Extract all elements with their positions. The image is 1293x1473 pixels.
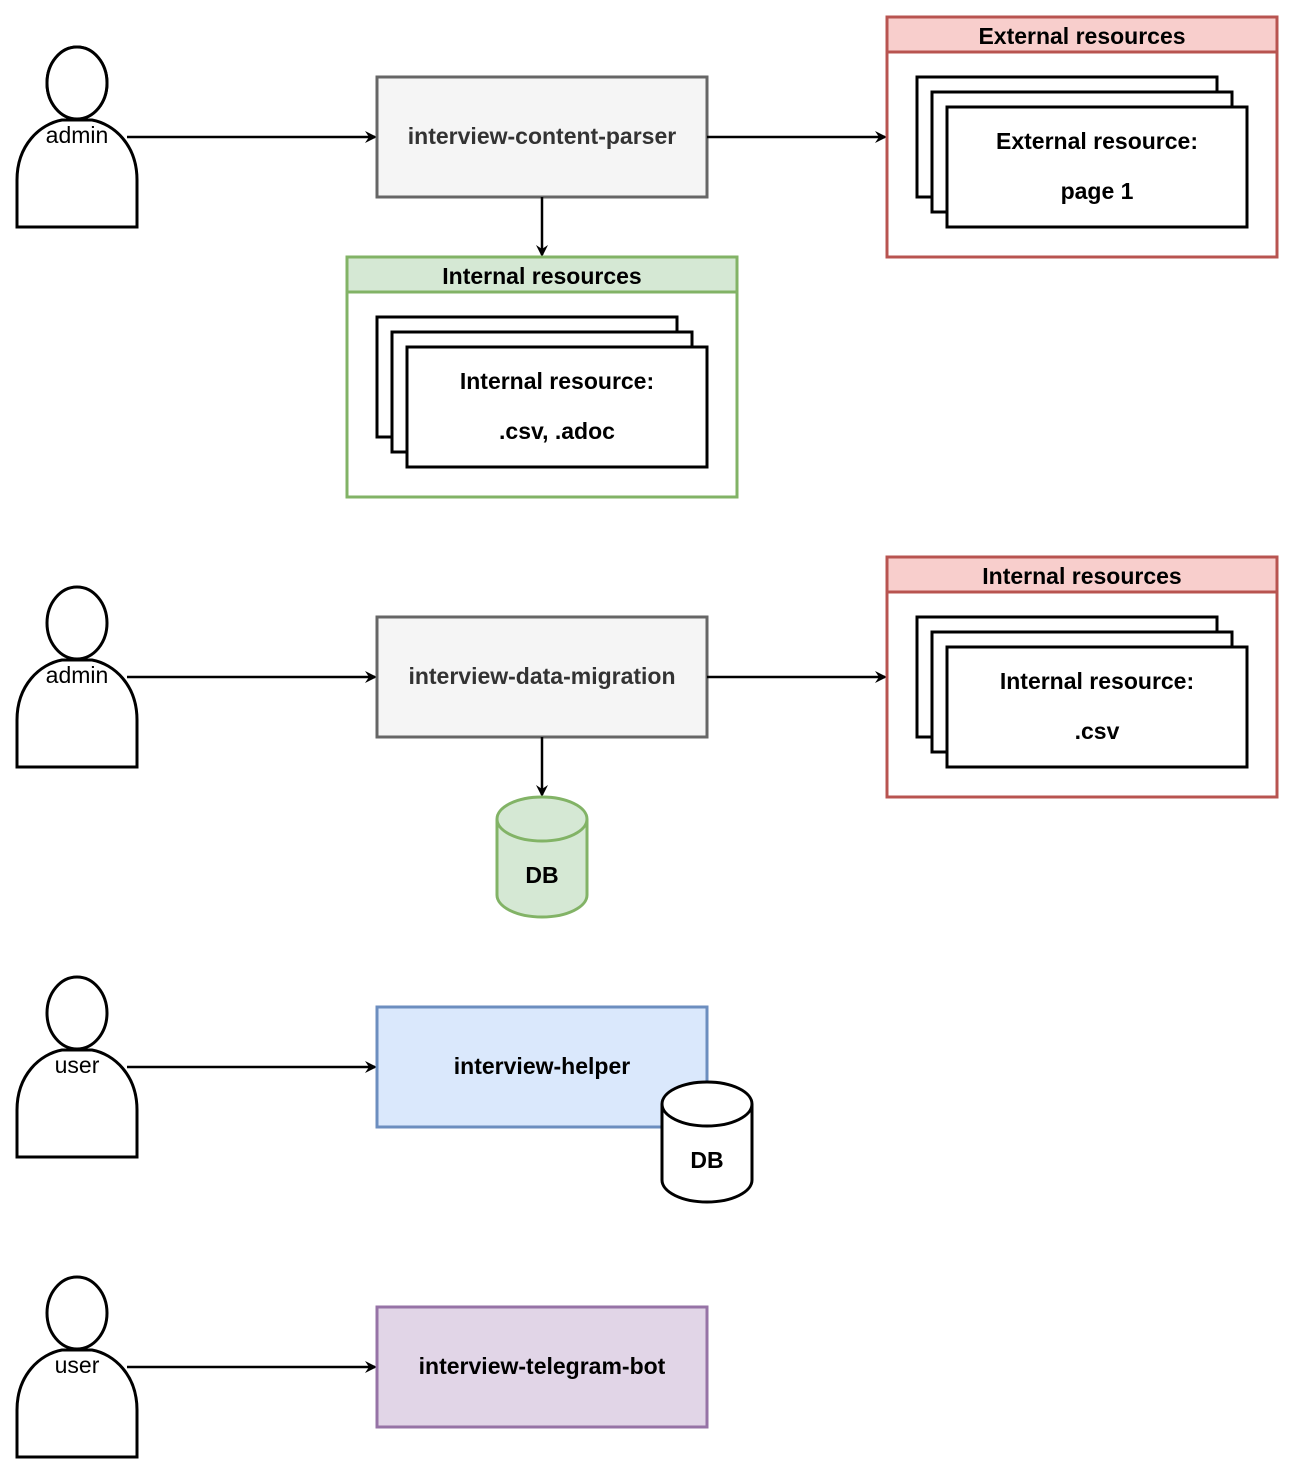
db-label: DB bbox=[690, 1147, 723, 1173]
service-content-parser[interactable]: interview-content-parser bbox=[375, 75, 709, 199]
service-data-migration[interactable]: interview-data-migration bbox=[375, 615, 709, 739]
actor-label: user bbox=[55, 1052, 100, 1078]
actor-admin-2: admin bbox=[15, 585, 139, 769]
group-title: Internal resources bbox=[982, 563, 1181, 589]
service-label: interview-data-migration bbox=[408, 663, 675, 689]
internal-resource-card bbox=[945, 645, 1249, 769]
actor-label: admin bbox=[46, 662, 109, 688]
actor-admin-1: admin bbox=[15, 45, 139, 229]
external-resource-card bbox=[945, 105, 1249, 229]
group-title: External resources bbox=[978, 23, 1185, 49]
database-migration[interactable]: DB bbox=[495, 795, 589, 919]
internal-resources-group-2: Internal resources Internal resource: .c… bbox=[885, 555, 1279, 799]
person-icon bbox=[15, 45, 139, 229]
service-helper[interactable]: interview-helper bbox=[375, 1005, 709, 1129]
db-label: DB bbox=[525, 862, 558, 888]
person-icon bbox=[15, 1275, 139, 1459]
resource-line-2: page 1 bbox=[1061, 178, 1134, 204]
actor-user-1: user bbox=[15, 975, 139, 1159]
database-icon bbox=[660, 1080, 754, 1204]
database-icon bbox=[495, 795, 589, 919]
internal-resources-group-1: Internal resources Internal resource: .c… bbox=[345, 255, 739, 499]
service-telegram-bot[interactable]: interview-telegram-bot bbox=[375, 1305, 709, 1429]
service-label: interview-helper bbox=[454, 1053, 630, 1079]
resource-line-1: Internal resource: bbox=[460, 368, 654, 394]
internal-resource-card bbox=[405, 345, 709, 469]
resource-line-2: .csv bbox=[1075, 718, 1120, 744]
actor-label: admin bbox=[46, 122, 109, 148]
service-label: interview-telegram-bot bbox=[419, 1353, 666, 1379]
actor-user-2: user bbox=[15, 1275, 139, 1459]
service-label: interview-content-parser bbox=[408, 123, 676, 149]
person-icon bbox=[15, 975, 139, 1159]
group-title: Internal resources bbox=[442, 263, 641, 289]
external-resources-group: External resources External resource: pa… bbox=[885, 15, 1279, 259]
actor-label: user bbox=[55, 1352, 100, 1378]
resource-line-1: Internal resource: bbox=[1000, 668, 1194, 694]
person-icon bbox=[15, 585, 139, 769]
resource-line-2: .csv, .adoc bbox=[499, 418, 615, 444]
resource-line-1: External resource: bbox=[996, 128, 1198, 154]
database-helper[interactable]: DB bbox=[660, 1080, 754, 1204]
